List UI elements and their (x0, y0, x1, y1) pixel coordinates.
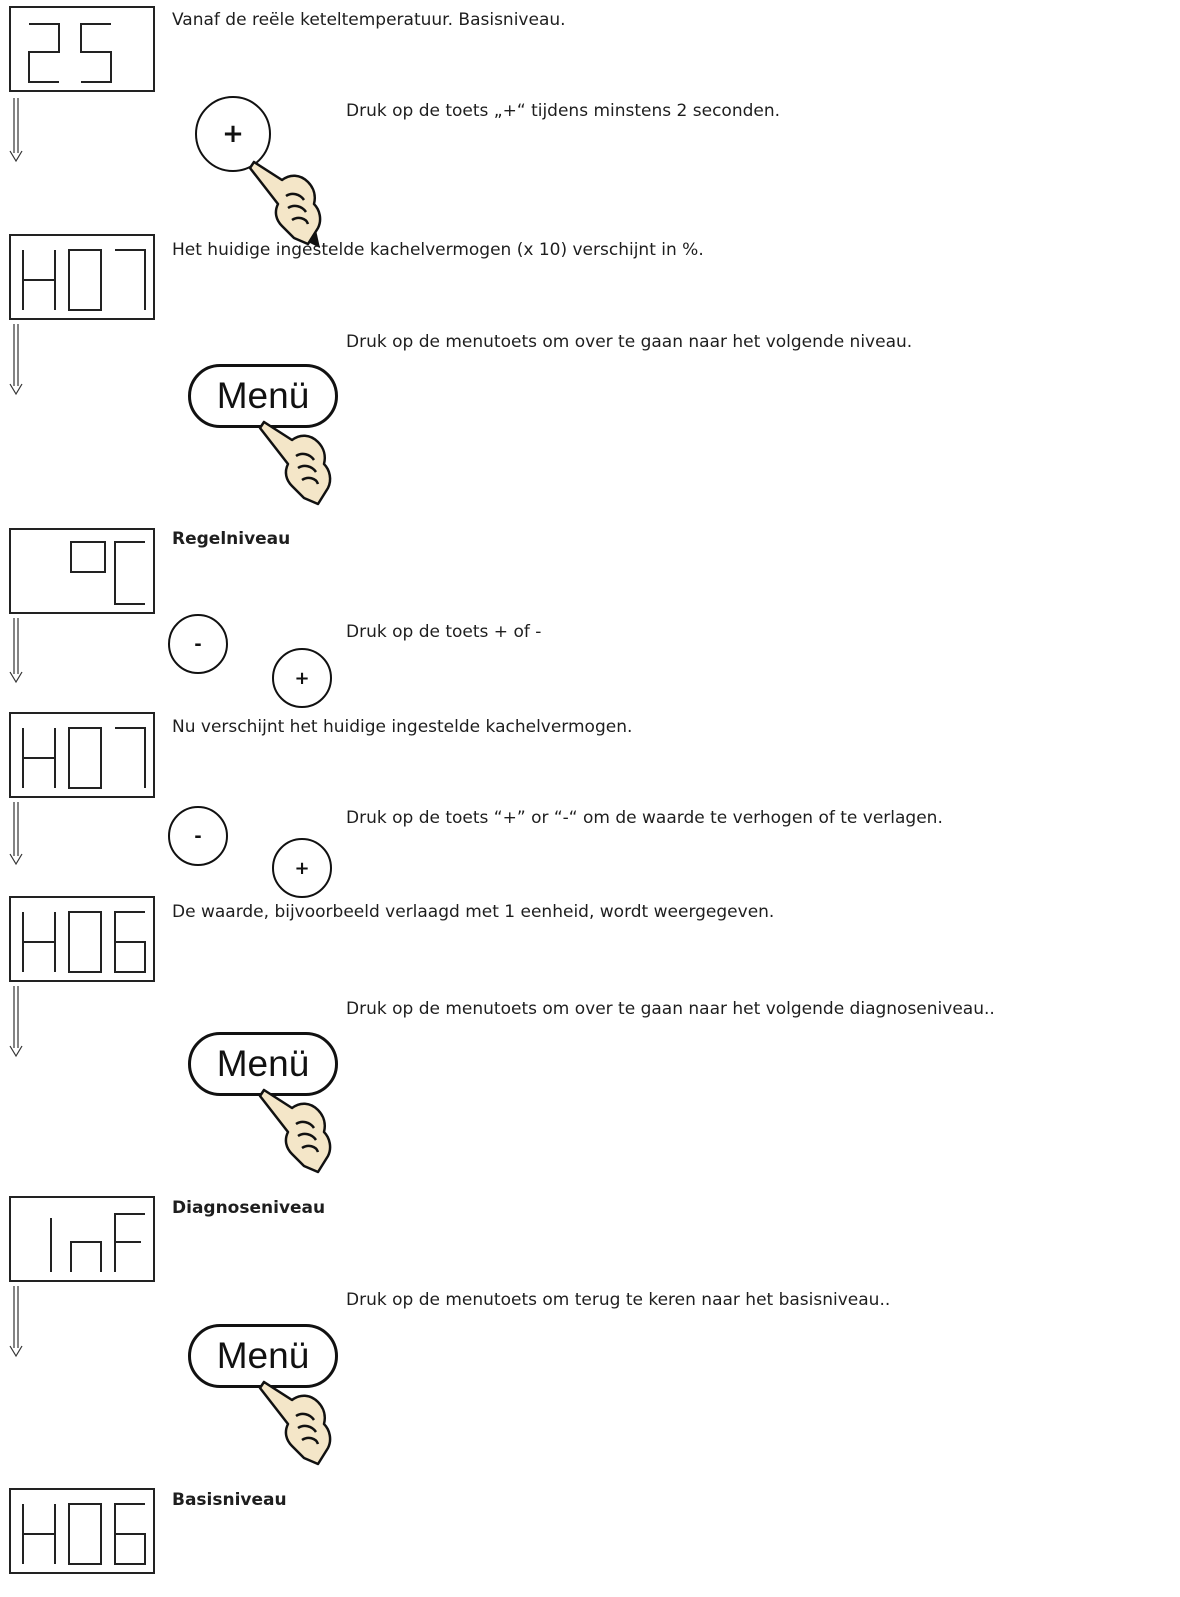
menu-key-illustration: Menü (186, 362, 356, 522)
step-text: Druk op de toets “+” or “-“ om de waarde… (346, 808, 943, 828)
plus-key-illustration: + (172, 84, 342, 248)
step-text: Vanaf de reële keteltemperatuur. Basisni… (172, 10, 566, 30)
menu-key-illustration: Menü (186, 1322, 356, 1482)
segment-digits (50, 1213, 145, 1272)
step-text: Het huidige ingestelde kachelvermogen (x… (172, 240, 704, 260)
step-text: Druk op de toets + of - (346, 622, 542, 642)
step-heading: Regelniveau (172, 529, 291, 549)
down-arrow-icon (8, 986, 24, 1058)
step-text: Druk op de menutoets om terug te keren n… (346, 1290, 891, 1310)
display-degree-c (9, 528, 155, 614)
segment-digits (22, 249, 146, 311)
step-text: Druk op de menutoets om over te gaan naa… (346, 999, 995, 1019)
pointing-hand-icon (248, 160, 322, 248)
segment-digits (22, 727, 146, 789)
step-heading: Diagnoseniveau (172, 1198, 326, 1218)
plus-button[interactable]: + (195, 96, 271, 172)
down-arrow-icon (8, 324, 24, 396)
step-text: De waarde, bijvoorbeeld verlaagd met 1 e… (172, 902, 775, 922)
segment-digits (22, 911, 146, 973)
menu-key-illustration: Menü (186, 1030, 356, 1190)
display-h07 (9, 234, 155, 320)
display-h06 (9, 1488, 155, 1574)
down-arrow-icon (8, 1286, 24, 1358)
pointing-hand-icon (258, 1088, 332, 1174)
plus-button[interactable]: + (272, 838, 332, 898)
minus-button[interactable]: - (168, 614, 228, 674)
display-h06 (9, 896, 155, 982)
step-text: Nu verschijnt het huidige ingestelde kac… (172, 717, 633, 737)
pointing-hand-icon (258, 1380, 332, 1466)
plus-button[interactable]: + (272, 648, 332, 708)
display-inf (9, 1196, 155, 1282)
segment-digits (28, 23, 112, 83)
step-heading: Basisniveau (172, 1490, 287, 1510)
down-arrow-icon (8, 98, 24, 163)
display-25 (9, 6, 155, 92)
menu-button[interactable]: Menü (188, 364, 338, 428)
menu-button[interactable]: Menü (188, 1032, 338, 1096)
minus-button[interactable]: - (168, 806, 228, 866)
display-h07 (9, 712, 155, 798)
segment-digits (70, 541, 145, 605)
segment-digits (22, 1503, 146, 1565)
step-text: Druk op de toets „+“ tijdens minstens 2 … (346, 101, 781, 121)
down-arrow-icon (8, 802, 24, 866)
step-text: Druk op de menutoets om over te gaan naa… (346, 332, 913, 352)
pointing-hand-icon (258, 420, 332, 506)
down-arrow-icon (8, 618, 24, 684)
